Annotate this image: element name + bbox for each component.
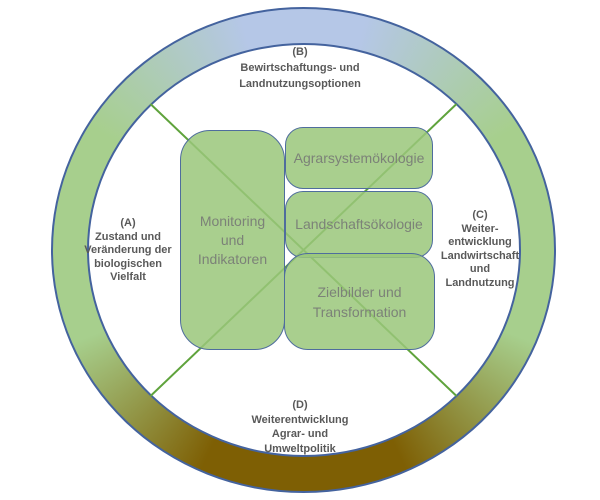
quadrant-label-d: (D) Weiterentwicklung Agrar- und Umweltp… xyxy=(251,399,349,455)
quadrant-label-b: (B) Bewirtschaftungs- und Landnutzungsop… xyxy=(239,46,361,90)
box-monitoring-indikatoren: Monitoring und Indikatoren xyxy=(180,130,285,350)
box-zielbilder-transformation: Zielbilder und Transformation xyxy=(284,253,435,350)
quadrant-label-c: (C) Weiter- entwicklung Landwirtschaft u… xyxy=(440,209,520,289)
box-landschaft-label: Landschaftsökologie xyxy=(295,216,423,232)
box-landschaftsoekologie: Landschaftsökologie xyxy=(285,191,433,258)
box-agrarsystemoekologie: Agrarsystemökologie xyxy=(285,127,433,189)
box-agrarsystem-label: Agrarsystemökologie xyxy=(293,149,425,166)
box-zielbilder-label: Zielbilder und Transformation xyxy=(312,283,407,320)
box-monitoring-label: Monitoring und Indikatoren xyxy=(197,212,268,267)
quadrant-label-a: (A) Zustand und Veränderung der biologis… xyxy=(84,217,172,283)
